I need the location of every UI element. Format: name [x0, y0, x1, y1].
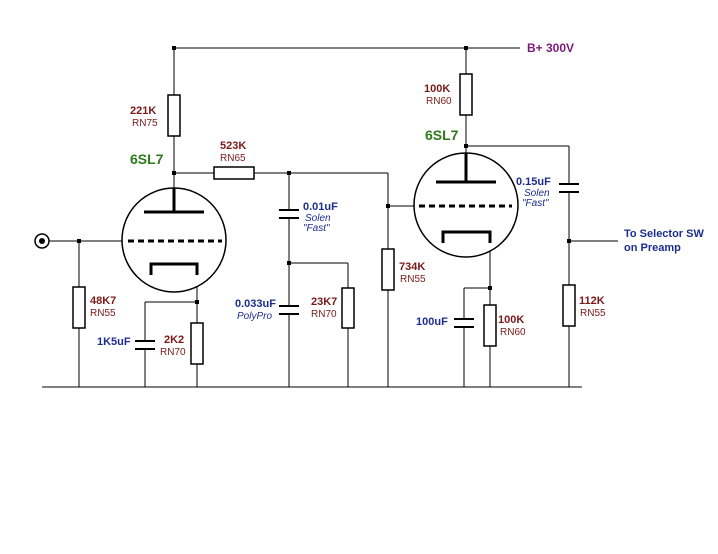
c1-line3: "Fast" [303, 223, 330, 234]
supply-label: B+ 300V [527, 41, 574, 55]
c2-line2: PolyPro [237, 311, 272, 322]
resistor-r6-734k [381, 248, 395, 291]
capacitor-c2-0.033uf [279, 305, 299, 315]
r6-value: 734K [399, 261, 425, 273]
r5-value: 23K7 [311, 296, 337, 308]
resistor-r1-221k [167, 94, 181, 137]
r7-type: RN60 [426, 96, 452, 107]
c1-value: 0.01uF [303, 201, 338, 213]
r8-type: RN60 [500, 327, 526, 338]
resistor-r5-23k7 [341, 287, 355, 329]
resistor-r8-100k [483, 304, 497, 347]
r9-value: 112K [579, 295, 605, 307]
input-jack [34, 233, 50, 249]
resistor-r7-100k [459, 73, 473, 116]
resistor-r2-523k [213, 166, 255, 180]
tube-v1-label: 6SL7 [130, 151, 164, 167]
r7-value: 100K [424, 83, 450, 95]
r8-value: 100K [498, 314, 524, 326]
resistor-r4-2k2 [190, 322, 204, 365]
r4-value: 2K2 [164, 334, 184, 346]
resistor-r9-112k [562, 284, 576, 327]
c4-value: 100uF [416, 316, 448, 328]
output-label-line2: on Preamp [624, 242, 681, 254]
r5-type: RN70 [311, 309, 337, 320]
r1-value: 221K [130, 105, 156, 117]
tube-v2-label: 6SL7 [425, 127, 459, 143]
capacitor-c5-0.15uf [559, 183, 579, 193]
r1-type: RN75 [132, 118, 158, 129]
c5-value: 0.15uF [516, 176, 551, 188]
r2-type: RN65 [220, 153, 246, 164]
resistor-r3-48k7 [72, 286, 86, 329]
r4-type: RN70 [160, 347, 186, 358]
c5-line2: Solen [524, 188, 550, 199]
c3-value: 1K5uF [97, 336, 131, 348]
tube-v1 [121, 187, 227, 293]
capacitor-c4-100uf [454, 318, 474, 328]
junction-dots [77, 46, 571, 304]
c2-value: 0.033uF [235, 298, 276, 310]
r3-value: 48K7 [90, 295, 116, 307]
r3-type: RN55 [90, 308, 116, 319]
r6-type: RN55 [400, 274, 426, 285]
capacitor-c1-0.01uf [279, 209, 299, 219]
r9-type: RN55 [580, 308, 606, 319]
c1-line2: Solen [305, 213, 331, 224]
output-label-line1: To Selector SW [624, 228, 704, 240]
r2-value: 523K [220, 140, 246, 152]
capacitor-c3-1k5uf [135, 340, 155, 350]
c5-line3: "Fast" [522, 198, 549, 209]
tube-v2 [413, 152, 519, 258]
